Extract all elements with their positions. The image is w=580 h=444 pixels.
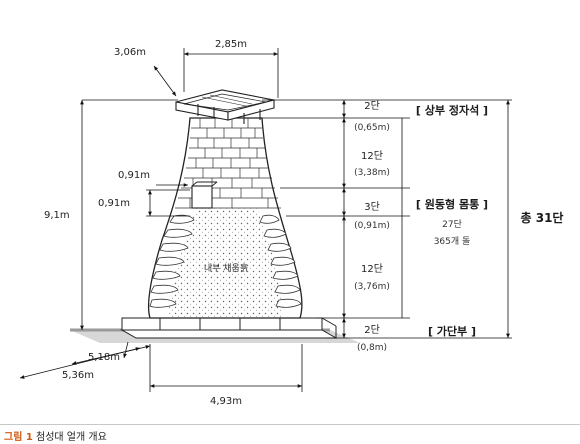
tier-count-1: 2단 xyxy=(364,100,380,112)
tier-dimension-line xyxy=(342,100,403,338)
label-interior-fill: 내부 채움흙 xyxy=(204,262,248,274)
tier-count-3: 3단 xyxy=(364,201,380,213)
label-top-width: 2,85m xyxy=(215,39,247,50)
figure-caption: 그림 1 첨성대 얼개 개요 xyxy=(4,428,107,443)
tier-count-2: 12단 xyxy=(361,150,383,162)
label-base-side-a: 5,18m xyxy=(88,352,120,363)
section-base-label: [ 가단부 ] xyxy=(428,324,476,338)
tier-height-5: (0,8m) xyxy=(357,343,387,353)
tier-guides xyxy=(262,99,512,339)
caption-divider xyxy=(0,424,580,425)
total-tiers-label: 총 31단 xyxy=(521,210,564,225)
side-stones xyxy=(149,214,302,308)
base-dimensions xyxy=(19,341,303,392)
label-base-width: 4,93m xyxy=(210,396,242,407)
section-body-detail-2: 365개 돌 xyxy=(434,236,471,247)
upper-masonry xyxy=(175,118,281,209)
tier-height-2: (3,38m) xyxy=(354,168,390,178)
caption-text: 첨성대 얼개 개요 xyxy=(36,432,107,443)
caption-number: 그림 1 xyxy=(4,432,33,443)
window-opening xyxy=(191,181,218,209)
total-height-dimension xyxy=(80,99,178,330)
tier-count-4: 12단 xyxy=(361,263,383,275)
top-crown xyxy=(175,89,275,124)
section-top-label: [ 상부 정자석 ] xyxy=(416,103,488,117)
label-total-height: 9,1m xyxy=(44,210,70,221)
tier-height-4: (3,76m) xyxy=(354,282,390,292)
label-base-side-b: 5,36m xyxy=(62,370,94,381)
crown-dimensions xyxy=(153,48,279,98)
label-body-upper: 0,91m xyxy=(118,170,150,181)
section-body-label: [ 원동형 몸통 ] xyxy=(416,197,488,211)
interior-fill xyxy=(169,208,284,318)
tier-height-3: (0,91m) xyxy=(354,221,390,231)
window-dimensions xyxy=(146,183,190,217)
label-top-depth: 3,06m xyxy=(114,47,146,58)
base-platform xyxy=(120,317,338,339)
cheomseongdae-diagram: 2,85m 3,06m 9,1m 0,91m 0,91m 내부 채움흙 5,18… xyxy=(19,39,564,407)
tier-count-5: 2단 xyxy=(364,324,380,336)
label-window-height: 0,91m xyxy=(98,198,130,209)
section-body-detail-1: 27단 xyxy=(442,219,462,230)
tier-height-1: (0,65m) xyxy=(354,123,390,133)
